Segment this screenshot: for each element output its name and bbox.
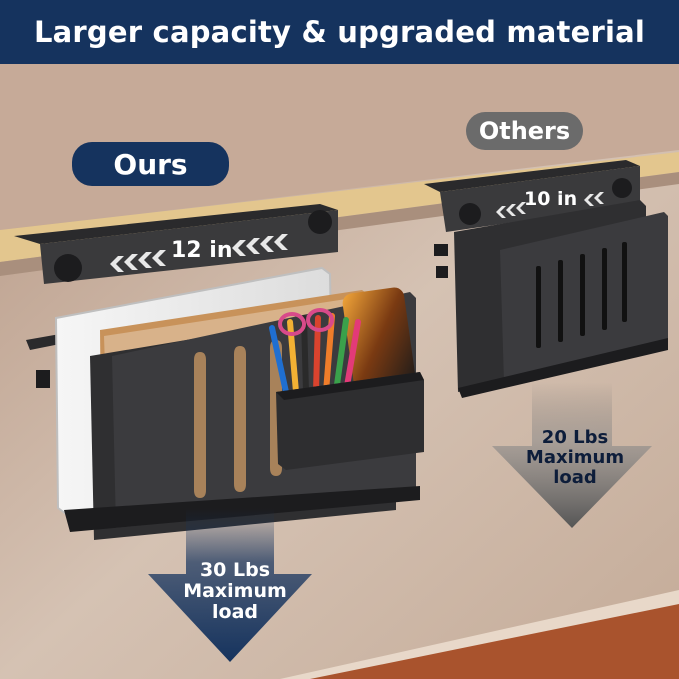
baseboard	[280, 590, 679, 679]
ours-load-arrow	[148, 508, 312, 662]
ours-width-label: 12 in	[171, 238, 233, 263]
others-load-word1: Maximum	[525, 446, 625, 468]
desk-top	[0, 64, 679, 230]
ours-load-word2: load	[212, 600, 258, 623]
ours-load-word1: Maximum	[183, 579, 287, 602]
others-load-arrow	[492, 382, 652, 528]
others-load-value: 20 Lbs	[541, 427, 609, 448]
ours-load-value: 30 Lbs	[199, 559, 271, 581]
header-banner: Larger capacity & upgraded material	[0, 0, 679, 64]
others-width-label: 10 in	[524, 188, 578, 210]
ours-label: Ours	[72, 142, 229, 186]
ours-load-text: 30 Lbs Maximum load	[180, 560, 290, 623]
phone	[342, 287, 416, 393]
others-organizer	[424, 160, 668, 398]
others-load-text: 20 Lbs Maximum load	[520, 428, 630, 487]
pen-cup	[276, 372, 424, 470]
others-label: Others	[466, 112, 583, 150]
banner-title: Larger capacity & upgraded material	[33, 15, 646, 49]
others-load-word2: load	[553, 466, 597, 488]
ours-organizer	[14, 204, 424, 540]
